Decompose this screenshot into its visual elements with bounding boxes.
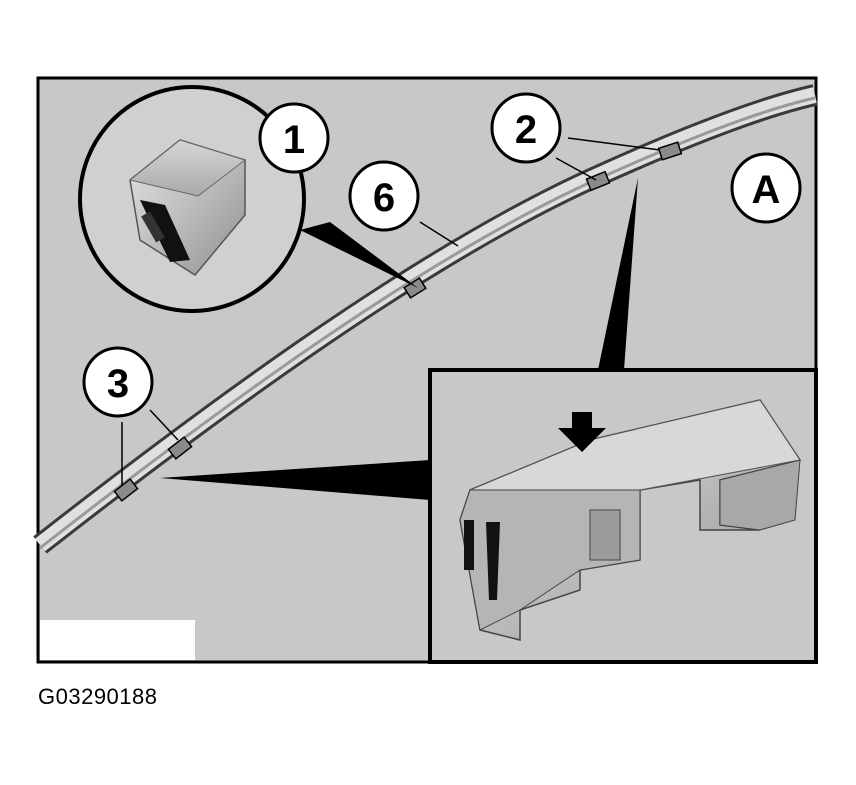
clip-marker-3b [167, 436, 193, 460]
callout-1: 1 [258, 102, 330, 174]
callout-3: 3 [82, 346, 154, 418]
clip-marker-1 [403, 277, 427, 299]
clip-marker-2b [657, 141, 683, 161]
view-label-a: A [730, 152, 802, 224]
detail-inset [160, 178, 818, 664]
callout-1-label: 1 [283, 118, 305, 162]
clip-1-illustration [128, 139, 247, 276]
callout-6: 6 [348, 160, 420, 232]
figure-code: G03290188 [38, 684, 158, 709]
callout-3-label: 3 [107, 362, 129, 406]
callout-2-label: 2 [515, 108, 537, 152]
callout-2: 2 [490, 92, 562, 164]
callout-6-label: 6 [373, 176, 395, 220]
view-label-a-text: A [752, 168, 781, 212]
clip-marker-2a [585, 170, 611, 192]
press-direction-arrow-icon [558, 412, 606, 452]
leader-lines [121, 137, 661, 486]
clip-large-illustration [459, 399, 802, 641]
blank-label-area [40, 620, 195, 660]
detail-circle-clip-1 [78, 85, 418, 313]
